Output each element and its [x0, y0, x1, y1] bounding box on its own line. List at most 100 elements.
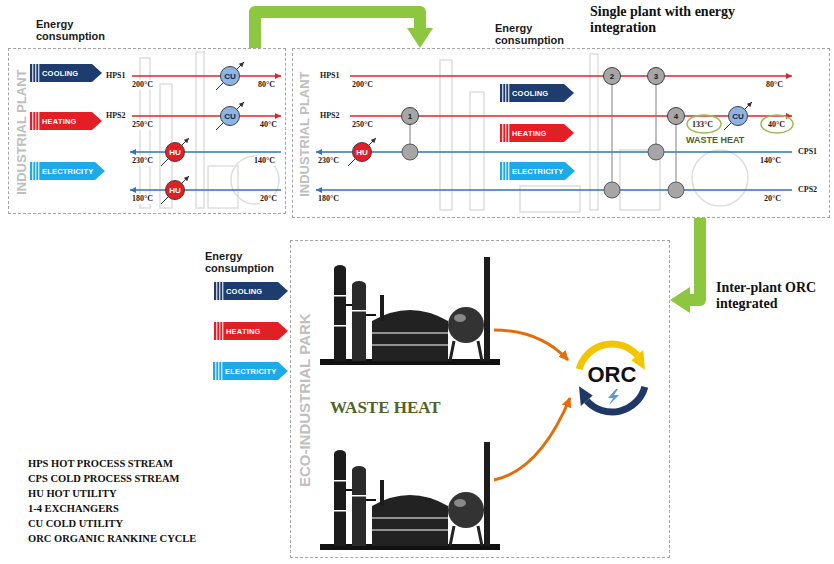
blue-arrow-head	[579, 386, 593, 406]
heat-exchanger: 3	[647, 67, 665, 85]
temperature: 230°C	[132, 156, 153, 166]
arrow-stripe	[38, 64, 39, 82]
exchanger-link	[410, 76, 676, 190]
node-text: COOLING	[214, 287, 262, 296]
temperature: 20°C	[764, 194, 781, 204]
waste-heat-label: WASTE HEAT	[330, 398, 441, 417]
hot-utility: HU	[165, 142, 185, 162]
utility-control-arrow	[161, 138, 189, 166]
heating-arrow: HEATING	[214, 322, 288, 340]
exchanger-half	[668, 182, 684, 198]
arrow-stripe	[35, 162, 36, 180]
temperature: 250°C	[352, 120, 373, 130]
plant-panel: INDUSTRIAL PLANT COOLING HEATING ELECTRICIT…	[292, 48, 830, 218]
node-text: CU	[224, 112, 236, 121]
heat-exchanger: 4	[667, 107, 685, 125]
legend-entry: HPS HOT PROCESS STREAM	[28, 456, 196, 471]
waste-heat-arrow	[494, 330, 570, 480]
utility-control-arrow	[724, 102, 752, 130]
temperature: 180°C	[132, 194, 153, 204]
arrow-stripe	[502, 124, 503, 142]
arrow-stripe	[508, 162, 509, 180]
node-text: COOLING	[500, 89, 548, 98]
temperature: 250°C	[132, 120, 153, 130]
cold-stream	[316, 151, 792, 153]
node-text: ELECTRICITY	[213, 367, 276, 376]
plant-panel: INDUSTRIAL PLANTCOOLINGHEATINGELECTRICIT…	[8, 48, 286, 214]
waste-heat-arrow	[494, 398, 570, 480]
utility-control-arrow	[216, 102, 244, 130]
arrow-body	[500, 84, 574, 102]
cooling-arrow: COOLING	[214, 282, 288, 300]
refinery-watermark	[470, 92, 484, 210]
lightning-bolt	[608, 389, 619, 405]
section-heading: Energy consumption	[36, 18, 116, 42]
plant-illustration	[320, 257, 500, 365]
waste-heat-arrow	[494, 330, 568, 360]
step-title: Single plant with energy integration	[590, 4, 750, 36]
arrow-body	[500, 124, 574, 142]
arrow-stripe	[219, 282, 220, 300]
legend: HPS HOT PROCESS STREAMCPS COLD PROCESS S…	[28, 456, 196, 546]
arrow-stripe	[219, 322, 220, 340]
arrow-stripe	[505, 162, 506, 180]
heat-exchanger: 2	[603, 67, 621, 85]
cold-stream	[130, 152, 792, 190]
exchanger-link	[676, 116, 677, 190]
cold-stream	[130, 151, 281, 153]
arrow-stripe	[216, 322, 217, 340]
arrow-line	[688, 218, 700, 300]
arrow-stripe	[35, 64, 36, 82]
stream-name: HPS2	[320, 111, 340, 121]
arrow-stripe	[32, 64, 33, 82]
utility-control-arrow	[348, 138, 376, 166]
orc-cycle: ORC	[570, 336, 654, 420]
node-text: ORC	[588, 363, 637, 387]
exchanger-link	[612, 76, 613, 190]
arrow-stripe	[502, 162, 503, 180]
section-heading: Energy consumption	[495, 22, 575, 46]
waste-heat-ring	[687, 115, 721, 133]
temperature: 40°C	[260, 120, 277, 130]
exchanger-half	[648, 144, 664, 160]
exchanger-half	[402, 144, 684, 198]
node-text: INDUSTRIAL PLANT	[14, 67, 28, 196]
stream-name: CPS2	[798, 185, 817, 195]
arrow-stripe	[508, 84, 509, 102]
hot-utility: HU	[352, 142, 372, 162]
temperature: 80°C	[258, 80, 275, 90]
temperature: 80°C	[766, 80, 783, 90]
node-text: INDUSTRIAL PLANT	[297, 69, 311, 198]
hot-utility: HU	[165, 180, 185, 200]
temperature: 200°C	[352, 80, 373, 90]
stream-name: HPS1	[320, 71, 340, 81]
refinery-watermark	[208, 166, 238, 208]
waste-heat-label: WASTE HEAT	[686, 135, 744, 146]
arrow-body	[214, 282, 288, 300]
arrow-stripe	[222, 282, 223, 300]
node-text: 4	[674, 112, 678, 121]
legend-entry: ORC ORGANIC RANKINE CYCLE	[28, 531, 196, 546]
cooling-arrow: COOLING	[30, 64, 102, 82]
temperature: 180°C	[318, 194, 339, 204]
arrow-stripe	[215, 362, 216, 380]
blue-arrow	[587, 387, 645, 412]
arrow-stripe	[505, 124, 506, 142]
refinery-watermark	[692, 150, 748, 206]
arrow-stripe	[32, 162, 33, 180]
arrow-body	[214, 322, 288, 340]
arrow-head	[670, 287, 690, 313]
legend-entry: CPS COLD PROCESS STREAM	[28, 471, 196, 486]
node-text: ELECTRICITY	[500, 167, 563, 176]
heat-exchanger: 1	[401, 107, 419, 125]
cold-stream	[316, 189, 792, 191]
temperature: 133°C	[692, 120, 713, 130]
node-text: 1	[408, 112, 412, 121]
arrow-body	[213, 362, 288, 380]
stream-name: CPS1	[798, 147, 817, 157]
node-text: 3	[654, 72, 658, 81]
node-text: HEATING	[500, 129, 547, 138]
electricity-arrow: ELECTRICITY	[500, 162, 575, 180]
temperature: 40°C	[768, 120, 785, 130]
